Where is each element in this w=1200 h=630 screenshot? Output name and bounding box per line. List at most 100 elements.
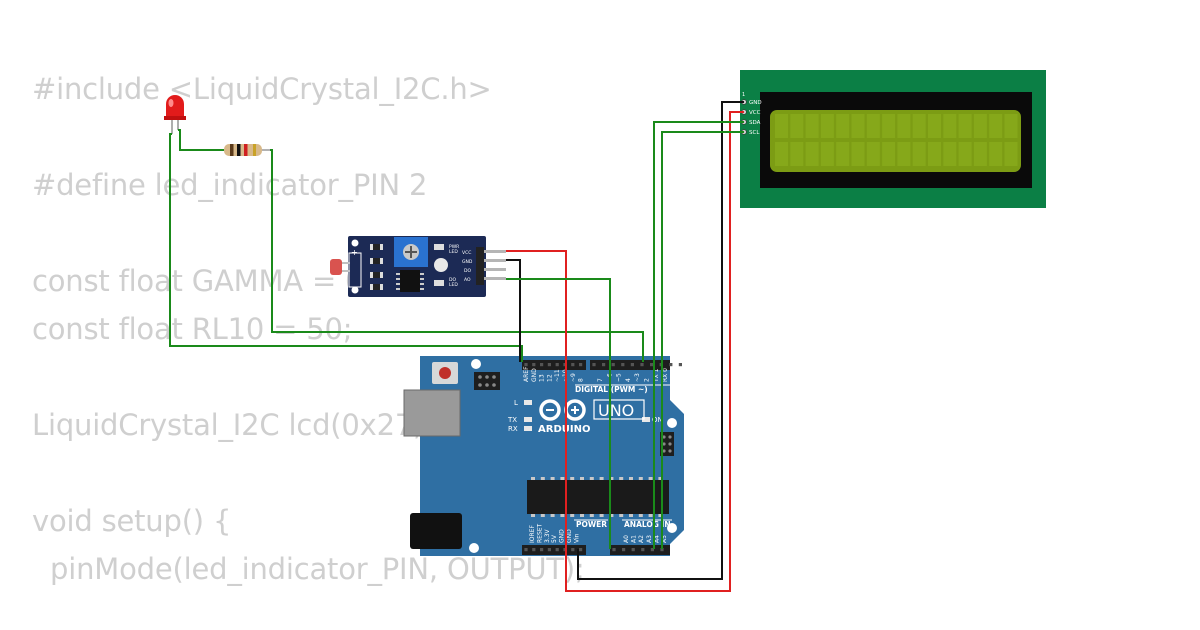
pin-hole[interactable]	[640, 363, 644, 367]
lcd-cell	[820, 142, 834, 166]
pin-hole[interactable]	[602, 363, 606, 367]
pin-hole[interactable]	[532, 363, 536, 367]
pin-hole[interactable]	[579, 363, 583, 367]
module-pin-gnd[interactable]	[484, 259, 506, 262]
wire-module-gnd[interactable]	[506, 259, 521, 362]
wire-lcd-gnd[interactable]	[577, 101, 744, 580]
pin-hole[interactable]	[611, 363, 615, 367]
power-pin-label: 5V	[551, 534, 558, 543]
pin-hole[interactable]	[630, 363, 634, 367]
lcd-display[interactable]: 1 GND VCC SDA SCL	[740, 70, 1046, 208]
pin-hole[interactable]	[650, 548, 654, 552]
digital-pin-label: GND	[531, 368, 538, 382]
lcd-pin-label-vcc: VCC	[749, 110, 761, 116]
lcd-cell	[836, 114, 850, 138]
lcd-cell	[1004, 114, 1018, 138]
module-led	[434, 258, 448, 272]
led-rim	[164, 116, 186, 120]
ldr-sensor-module[interactable]: + - PWR LED DO LED VCC GND DO AO	[330, 236, 506, 297]
lcd-cell	[866, 142, 880, 166]
lcd-cell	[775, 142, 788, 166]
pin-hole[interactable]	[547, 548, 551, 552]
pin-hole[interactable]	[540, 363, 544, 367]
pin-hole[interactable]	[612, 548, 616, 552]
module-pin-ao[interactable]	[484, 277, 506, 280]
wire-led-to-gnd[interactable]	[169, 133, 523, 362]
analog-pin-label: A2	[638, 535, 645, 543]
digital-header-left	[522, 360, 586, 370]
digital-pin-label: 2	[644, 378, 651, 382]
power-pin-label: RESET	[536, 523, 543, 543]
lcd-pin-label-scl: SCL	[749, 130, 760, 136]
pin-hole[interactable]	[621, 363, 625, 367]
pin-hole[interactable]	[641, 548, 645, 552]
pin-hole[interactable]	[540, 548, 544, 552]
wire-red-5v[interactable]	[506, 111, 744, 592]
digital-pin-label: 8	[578, 378, 585, 382]
pin-hole[interactable]	[678, 363, 682, 367]
digital-pin-label: ~3	[634, 373, 641, 382]
chip-leg	[599, 477, 604, 480]
digital-pin-label: RX 0	[662, 368, 669, 382]
pin-hole[interactable]	[555, 548, 559, 552]
chip-leg	[540, 514, 545, 517]
lcd-cell	[805, 142, 819, 166]
digital-pin-label: ~5	[616, 373, 623, 382]
lcd-cell	[866, 114, 880, 138]
wire-module-ao-to-a0[interactable]	[506, 278, 611, 549]
chip-leg	[609, 514, 614, 517]
pin-hole[interactable]	[650, 363, 654, 367]
lcd-cell	[805, 114, 819, 138]
pin-hole[interactable]	[532, 548, 536, 552]
pin-hole[interactable]	[524, 363, 528, 367]
red-led[interactable]	[164, 95, 186, 134]
pin-hole[interactable]	[524, 548, 528, 552]
chip-leg	[638, 514, 643, 517]
lcd-cell	[989, 142, 1003, 166]
pin-hole[interactable]	[579, 548, 583, 552]
arduino-brand-label: ARDUINO	[538, 424, 590, 435]
pin-hole[interactable]	[669, 363, 673, 367]
pin-hole[interactable]	[660, 548, 664, 552]
chip-leg	[619, 514, 624, 517]
digital-pin-label: 4	[625, 378, 632, 382]
pin-hole[interactable]	[571, 548, 575, 552]
pin-hole[interactable]	[631, 548, 635, 552]
resistor-band-2	[237, 144, 241, 156]
usb-port[interactable]	[403, 389, 461, 437]
icsp-header	[474, 372, 500, 390]
power-jack[interactable]	[410, 513, 462, 549]
code-line: #include <LiquidCrystal_I2C.h>	[32, 72, 492, 106]
reset-button[interactable]	[439, 367, 451, 379]
uno-label-box	[593, 399, 645, 420]
led-label-on: ON	[652, 416, 663, 424]
chip-leg	[570, 514, 575, 517]
module-pin-label-ao: AO	[464, 277, 471, 283]
photoresistor[interactable]	[330, 259, 342, 275]
module-pin-label-vcc: VCC	[462, 250, 471, 256]
lcd-cell	[882, 142, 896, 166]
module-pin-label-gnd: GND	[462, 259, 473, 265]
pin-hole[interactable]	[571, 363, 575, 367]
module-pin-vcc[interactable]	[484, 250, 506, 253]
wire-lcd-scl[interactable]	[661, 131, 744, 549]
digital-pin-label: 13	[539, 374, 546, 382]
pin-hole[interactable]	[622, 548, 626, 552]
lcd-cell	[851, 142, 865, 166]
chip-leg	[658, 514, 663, 517]
pin-hole[interactable]	[592, 363, 596, 367]
pin-hole[interactable]	[547, 363, 551, 367]
pin-hole[interactable]	[555, 363, 559, 367]
lcd-cell	[989, 114, 1003, 138]
wire-lcd-sda[interactable]	[653, 121, 744, 549]
wire-resistor-to-pin2[interactable]	[270, 149, 644, 362]
lcd-cell	[943, 114, 957, 138]
resistor-band-4	[253, 144, 256, 156]
module-pin-do[interactable]	[484, 268, 506, 271]
wire-led-to-resistor[interactable]	[178, 129, 224, 151]
analog-pin-label: A5	[661, 535, 668, 543]
digital-pin-label: AREF	[523, 366, 530, 382]
